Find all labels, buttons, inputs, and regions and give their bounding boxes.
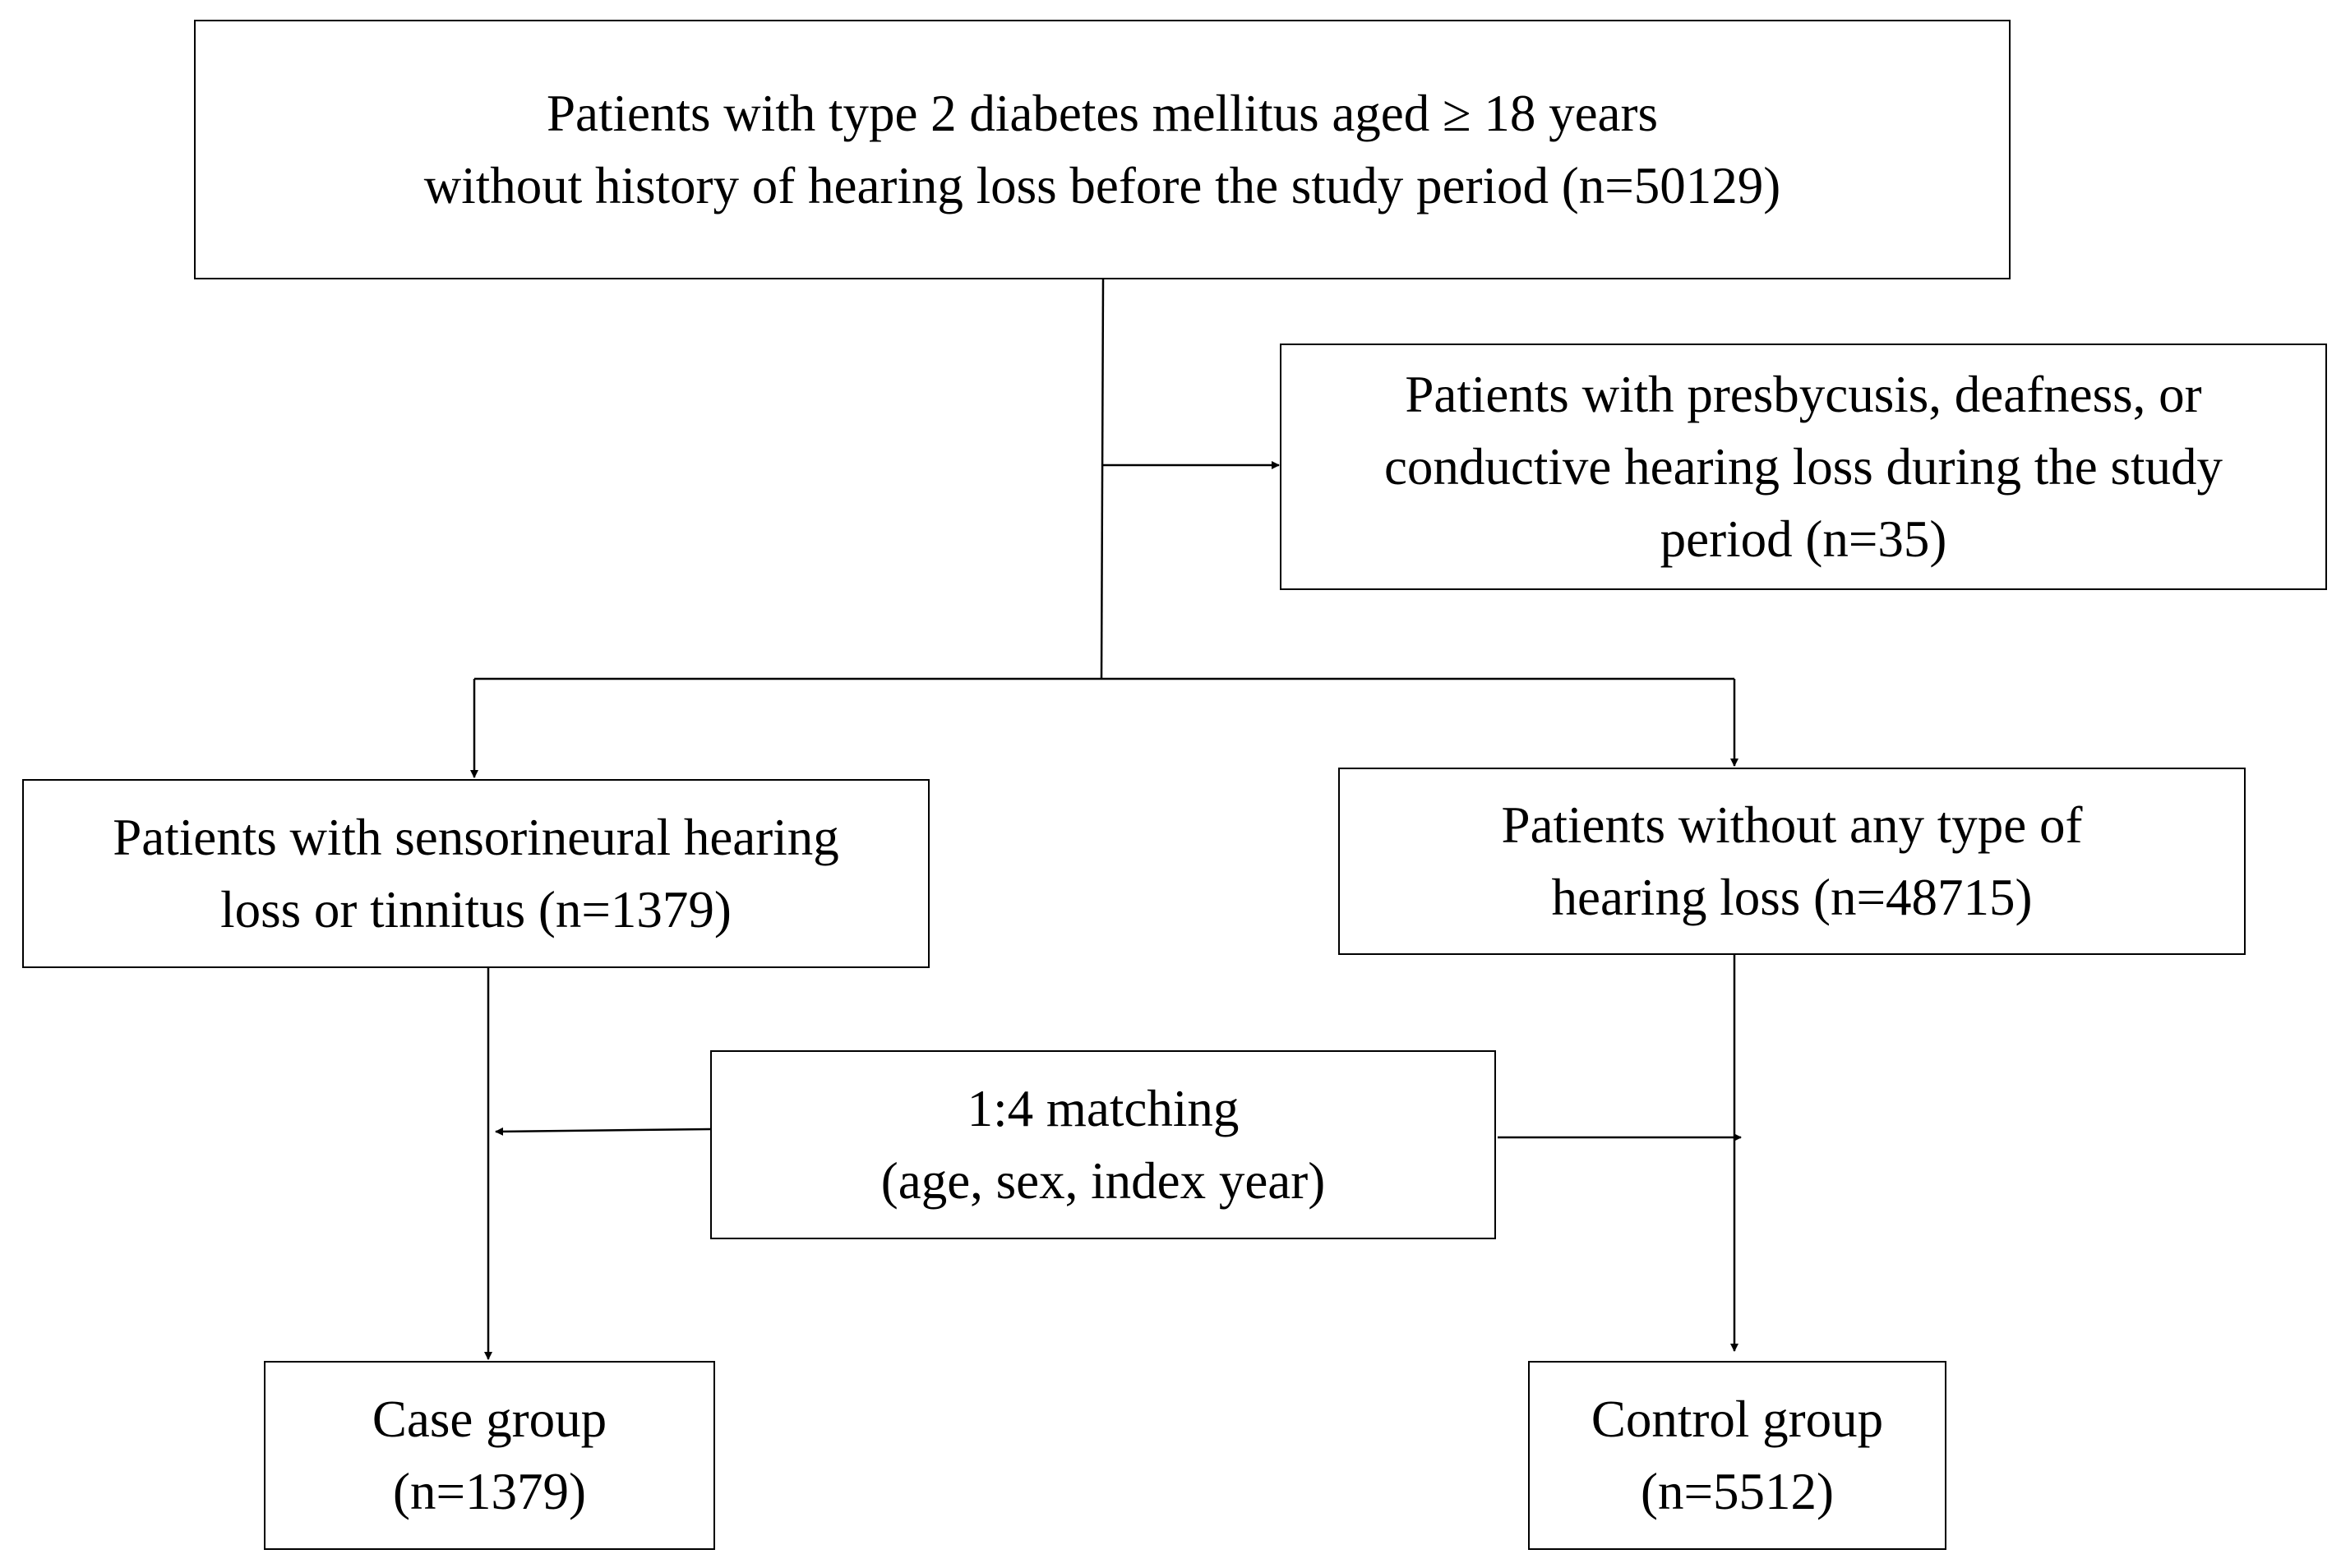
sensorineural-hearing-loss-box: Patients with sensorineural hearing loss… <box>22 779 930 968</box>
eligible-patients-line-2: without history of hearing loss before t… <box>423 157 1781 214</box>
sensorineural-line-2: loss or tinnitus (n=1379) <box>220 881 732 938</box>
excluded-patients-line-1: Patients with presbycusis, deafness, or <box>1405 366 2202 423</box>
case-group-line-2: (n=1379) <box>393 1463 586 1520</box>
excluded-patients-box: Patients with presbycusis, deafness, or … <box>1280 344 2327 590</box>
control-group-line-2: (n=5512) <box>1641 1463 1834 1520</box>
control-group-line-1: Control group <box>1591 1390 1884 1448</box>
no-hearing-loss-line-1: Patients without any type of <box>1501 796 2083 854</box>
case-group-box: Case group (n=1379) <box>264 1361 715 1550</box>
matching-line-2: (age, sex, index year) <box>880 1152 1326 1210</box>
matching-arrow-left <box>495 1127 711 1136</box>
eligible-patients-line-1: Patients with type 2 diabetes mellitus a… <box>546 85 1659 142</box>
trunk-line <box>1100 279 1105 680</box>
excluded-patients-line-2: conductive hearing loss during the study <box>1383 438 2223 496</box>
matching-box: 1:4 matching (age, sex, index year) <box>710 1050 1496 1239</box>
control-group-box: Control group (n=5512) <box>1528 1361 1946 1550</box>
no-hearing-loss-box: Patients without any type of hearing los… <box>1338 768 2246 955</box>
no-hearing-loss-line-2: hearing loss (n=48715) <box>1551 869 2033 926</box>
sensorineural-line-1: Patients with sensorineural hearing <box>113 809 839 866</box>
eligible-patients-box: Patients with type 2 diabetes mellitus a… <box>194 20 2011 279</box>
case-group-line-1: Case group <box>372 1390 607 1448</box>
matching-line-1: 1:4 matching <box>967 1080 1240 1137</box>
excluded-patients-line-3: period (n=35) <box>1660 510 1947 568</box>
